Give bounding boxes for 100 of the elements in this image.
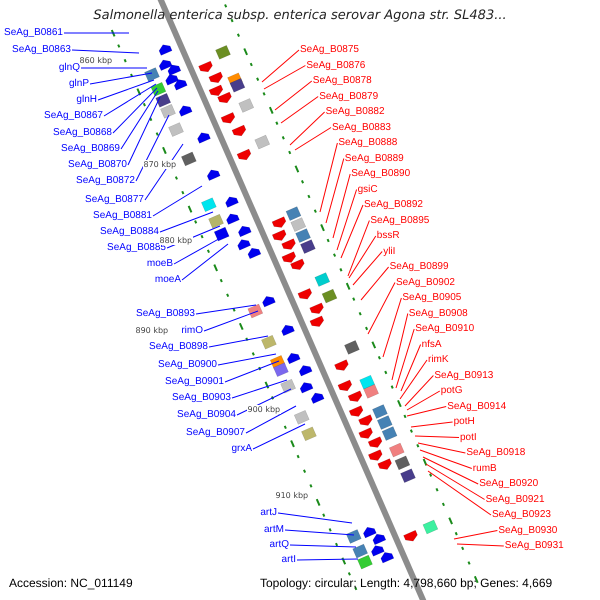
gene-label: gsiC: [358, 184, 378, 196]
gene-label: glnQ: [58, 62, 80, 74]
gene-label: rumB: [472, 462, 497, 474]
gene-label: glnH: [76, 94, 97, 106]
leader-line: [406, 406, 447, 416]
scale-label: 860 kbp: [78, 56, 114, 65]
gene-label: bssR: [376, 230, 400, 242]
gene-label: SeAg_B0890: [351, 168, 410, 180]
leader-line: [218, 354, 276, 366]
leader-line: [290, 544, 356, 548]
leader-line: [252, 424, 306, 450]
leader-line: [64, 32, 130, 34]
leader-line: [454, 530, 498, 540]
gene-label: SeAg_B0901: [165, 376, 224, 388]
leader-line: [426, 464, 486, 500]
gene-label: artM: [264, 524, 284, 536]
gene-label: SeAg_B0868: [53, 127, 112, 139]
leader-line: [396, 328, 415, 388]
gene-label: moeB: [146, 258, 173, 270]
gene-label: SeAg_B0869: [61, 143, 120, 155]
scale-label: 910 kbp: [274, 491, 310, 500]
gene-label: yliI: [383, 246, 396, 258]
leader-line: [348, 220, 370, 276]
gene-label: SeAg_B0905: [402, 292, 462, 304]
gene-label: SeAg_B0885: [107, 242, 166, 254]
gene-label: SeAg_B0861: [4, 27, 63, 39]
leader-line: [174, 236, 224, 264]
gene-label: SeAg_B0888: [338, 137, 398, 149]
gene-label: SeAg_B0892: [364, 199, 423, 211]
leader-line: [326, 158, 344, 224]
leader-line: [294, 127, 332, 150]
gene-label: SeAg_B0863: [12, 44, 71, 56]
gene-label: SeAg_B0879: [319, 90, 378, 102]
gene-label: SeAg_B0930: [498, 524, 558, 536]
gene-label: SeAg_B0878: [312, 75, 372, 87]
leader-line: [128, 96, 160, 166]
gene-label: SeAg_B0883: [332, 122, 391, 134]
gene-label: SeAg_B0870: [68, 159, 127, 171]
footer-text: Accession: NC_011149: [9, 576, 133, 590]
leader-line: [196, 304, 256, 314]
gene-label: SeAg_B0875: [300, 44, 359, 56]
gene-label: SeAg_B0920: [479, 478, 538, 490]
leader-line: [400, 344, 422, 392]
leader-line: [136, 114, 170, 182]
leader-line: [404, 375, 434, 406]
leader-line: [72, 50, 140, 54]
gene-label: glnP: [68, 78, 89, 90]
leader-line: [400, 360, 428, 400]
leader-line: [182, 244, 228, 280]
footer-text: Topology: circular; Length: 4,798,660 bp; Genes: 4,669: [260, 576, 552, 590]
leader-line: [264, 65, 306, 90]
leader-line: [332, 174, 351, 238]
gene-label: SeAg_B0898: [149, 341, 208, 353]
gene-label: artJ: [260, 507, 277, 519]
gene-label: SeAg_B0904: [177, 409, 236, 421]
gene-label: SeAg_B0872: [76, 175, 135, 187]
leader-line: [368, 282, 396, 334]
gene-label: SeAg_B0914: [447, 400, 506, 412]
leader-line: [104, 84, 156, 116]
scale-label: 890 kbp: [134, 326, 170, 335]
leader-line: [208, 336, 268, 348]
leader-line: [296, 558, 358, 560]
leader-line: [414, 436, 460, 438]
leader-line: [290, 112, 326, 146]
gene-label: SeAg_B0895: [370, 214, 430, 226]
leader-line: [224, 360, 280, 382]
gene-label: SeAg_B0893: [136, 308, 195, 320]
leader-line: [420, 450, 472, 469]
scale-label: 870 kbp: [142, 160, 178, 169]
gene-label: SeAg_B0876: [306, 60, 366, 72]
gene-label: SeAg_B0877: [85, 194, 144, 206]
gene-label: SeAg_B0882: [326, 106, 385, 118]
gene-label: SeAg_B0867: [44, 110, 103, 122]
leader-line: [280, 96, 319, 124]
leader-line: [90, 72, 152, 84]
leader-line: [274, 80, 312, 110]
leader-line: [336, 189, 358, 250]
gene-label: SeAg_B0913: [434, 370, 494, 382]
gene-label: SeAg_B0908: [408, 308, 468, 320]
gene-label: artQ: [270, 539, 289, 551]
leader-line: [278, 512, 352, 524]
gene-label: potG: [440, 385, 462, 397]
leader-line: [232, 380, 288, 398]
gene-label: SeAg_B0899: [390, 261, 449, 273]
gene-label: rimK: [428, 354, 449, 366]
leader-line: [204, 310, 258, 332]
gene-label: SeAg_B0921: [486, 494, 545, 506]
gene-label: nfsA: [422, 338, 442, 350]
gene-label: artI: [282, 554, 296, 566]
leader-line: [352, 251, 383, 286]
leader-line: [392, 313, 408, 380]
scale-label: 900 kbp: [246, 405, 282, 414]
gene-label: SeAg_B0931: [504, 540, 564, 552]
leader-line: [340, 204, 364, 258]
leader-line: [284, 530, 354, 536]
title: Salmonella enterica subsp. enterica serovar Agona str. SL483...: [92, 8, 508, 23]
leader-line: [410, 422, 454, 428]
leader-line: [348, 236, 376, 278]
gene-label: SeAg_B0889: [344, 152, 404, 164]
leader-line: [406, 390, 440, 410]
